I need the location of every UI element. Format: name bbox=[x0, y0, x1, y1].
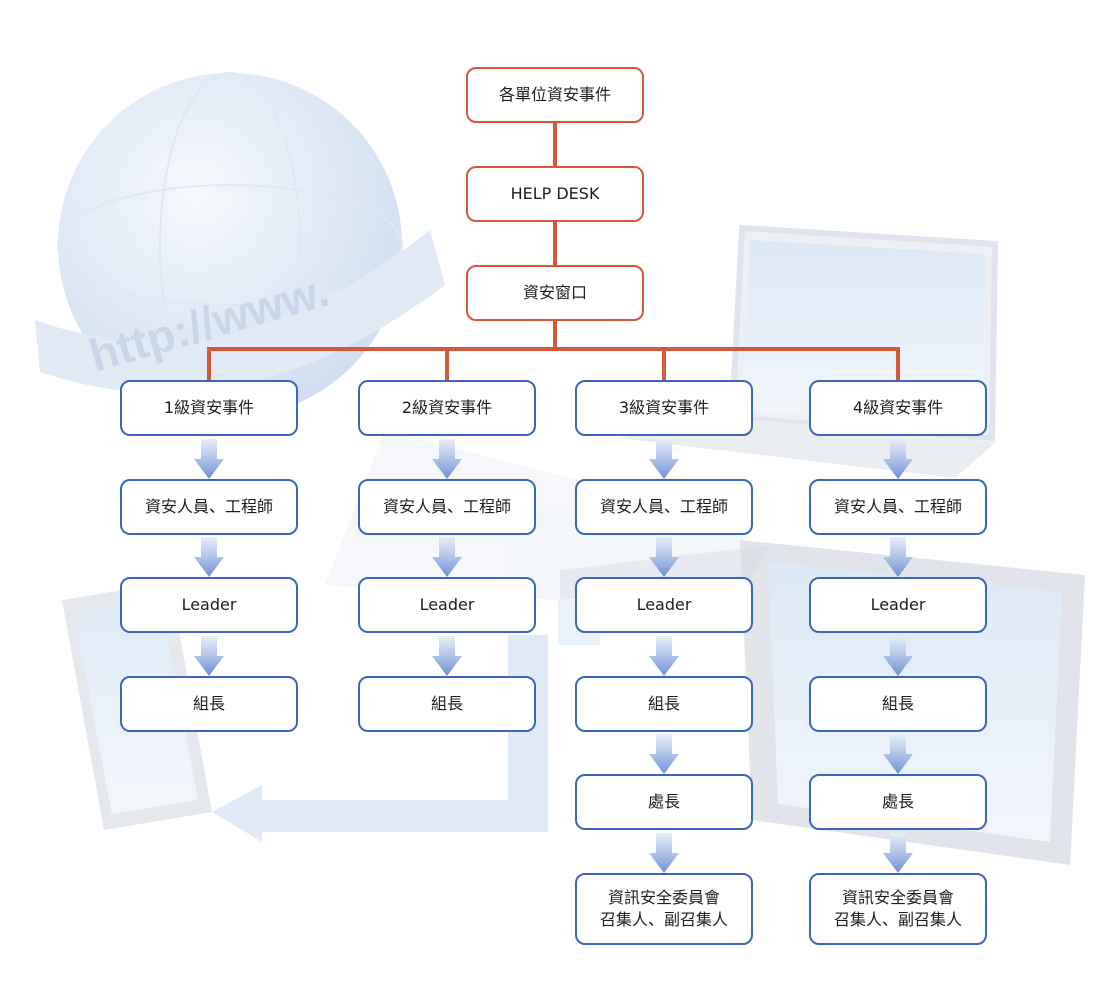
node-department-events: 各單位資安事件 bbox=[466, 67, 644, 123]
node-level-4-leader: Leader bbox=[809, 577, 987, 633]
down-arrow-icon bbox=[883, 636, 913, 676]
node-level-4-title: 4級資安事件 bbox=[809, 380, 987, 436]
down-arrow-icon bbox=[432, 636, 462, 676]
tree-connector bbox=[207, 122, 900, 381]
node-level-4-group-head: 組長 bbox=[809, 676, 987, 732]
node-level-4-staff: 資安人員、工程師 bbox=[809, 479, 987, 535]
node-level-1-staff: 資安人員、工程師 bbox=[120, 479, 298, 535]
down-arrow-icon bbox=[649, 439, 679, 479]
down-arrow-icon bbox=[883, 833, 913, 873]
node-level-3-staff: 資安人員、工程師 bbox=[575, 479, 753, 535]
node-help-desk: HELP DESK bbox=[466, 166, 644, 222]
down-arrow-icon bbox=[194, 636, 224, 676]
node-level-1-title: 1級資安事件 bbox=[120, 380, 298, 436]
committee-conveners: 召集人、副召集人 bbox=[833, 910, 962, 929]
committee-name: 資訊安全委員會 bbox=[607, 888, 720, 907]
node-level-3-title: 3級資安事件 bbox=[575, 380, 753, 436]
down-arrow-icon bbox=[649, 537, 679, 577]
committee-conveners: 召集人、副召集人 bbox=[599, 910, 728, 929]
down-arrow-icon bbox=[432, 537, 462, 577]
down-arrow-icon bbox=[649, 636, 679, 676]
down-arrow-icon bbox=[883, 439, 913, 479]
node-level-1-group-head: 組長 bbox=[120, 676, 298, 732]
node-level-3-leader: Leader bbox=[575, 577, 753, 633]
down-arrow-icon bbox=[432, 439, 462, 479]
node-level-3-committee: 資訊安全委員會 召集人、副召集人 bbox=[575, 873, 753, 945]
down-arrow-icon bbox=[194, 439, 224, 479]
node-level-3-director: 處長 bbox=[575, 774, 753, 830]
down-arrow-icon bbox=[649, 833, 679, 873]
node-level-2-staff: 資安人員、工程師 bbox=[358, 479, 536, 535]
node-level-4-director: 處長 bbox=[809, 774, 987, 830]
down-arrow-icon bbox=[194, 537, 224, 577]
down-arrow-icon bbox=[883, 537, 913, 577]
node-level-2-title: 2級資安事件 bbox=[358, 380, 536, 436]
committee-name: 資訊安全委員會 bbox=[841, 888, 954, 907]
down-arrow-icon bbox=[883, 734, 913, 774]
node-level-1-leader: Leader bbox=[120, 577, 298, 633]
node-level-4-committee: 資訊安全委員會 召集人、副召集人 bbox=[809, 873, 987, 945]
node-level-2-group-head: 組長 bbox=[358, 676, 536, 732]
down-arrow-icon bbox=[649, 734, 679, 774]
node-level-3-group-head: 組長 bbox=[575, 676, 753, 732]
node-security-window: 資安窗口 bbox=[466, 265, 644, 321]
globe-icon: http://www. bbox=[35, 72, 445, 418]
node-level-2-leader: Leader bbox=[358, 577, 536, 633]
